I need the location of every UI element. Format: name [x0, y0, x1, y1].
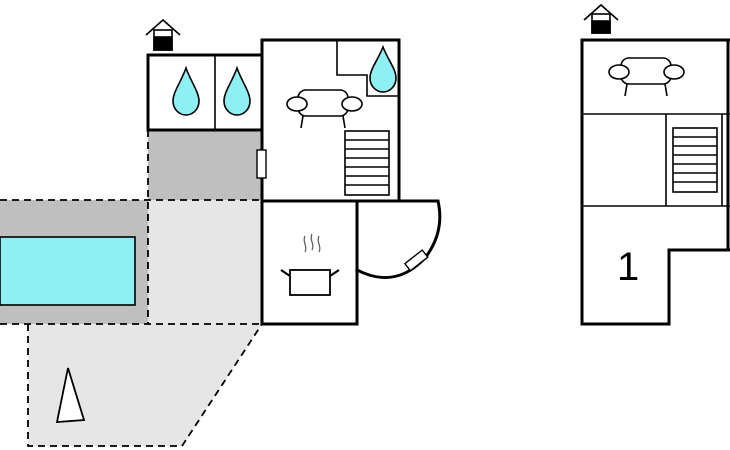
- stairs-icon: [344, 130, 390, 196]
- terrace-south: [28, 324, 262, 446]
- window-icon: [403, 249, 429, 272]
- water-drop-icon: [223, 65, 251, 116]
- water-drop-icon: [172, 65, 200, 116]
- stairs-icon: [672, 127, 718, 193]
- terrace-west: [148, 200, 262, 324]
- entry-bay-wall: [354, 199, 442, 280]
- chimney-icon: [583, 3, 619, 34]
- covered-terrace: [148, 130, 262, 200]
- chimney-icon: [145, 18, 181, 51]
- ground-floor-plan: [145, 18, 442, 326]
- bathroom-walls: [146, 53, 264, 132]
- terrace-boundary-south: [27, 323, 263, 447]
- upper-floor-plan: 1: [580, 3, 730, 326]
- sofa-icon: [608, 57, 685, 97]
- house-outer-wall: [260, 38, 436, 203]
- sofa-icon: [286, 89, 363, 129]
- window-icon: [256, 149, 267, 179]
- inner-bathroom-wall: [336, 40, 399, 97]
- pool-icon: [0, 236, 136, 306]
- cooking-pot-icon: [280, 233, 340, 296]
- water-drop-icon: [369, 44, 397, 93]
- house-south-wall: [260, 268, 359, 326]
- outdoor-terrace: [0, 130, 263, 447]
- north-arrow-icon: [55, 367, 86, 423]
- upper-floor-wall: [580, 38, 730, 326]
- room-number-label: 1: [617, 245, 639, 289]
